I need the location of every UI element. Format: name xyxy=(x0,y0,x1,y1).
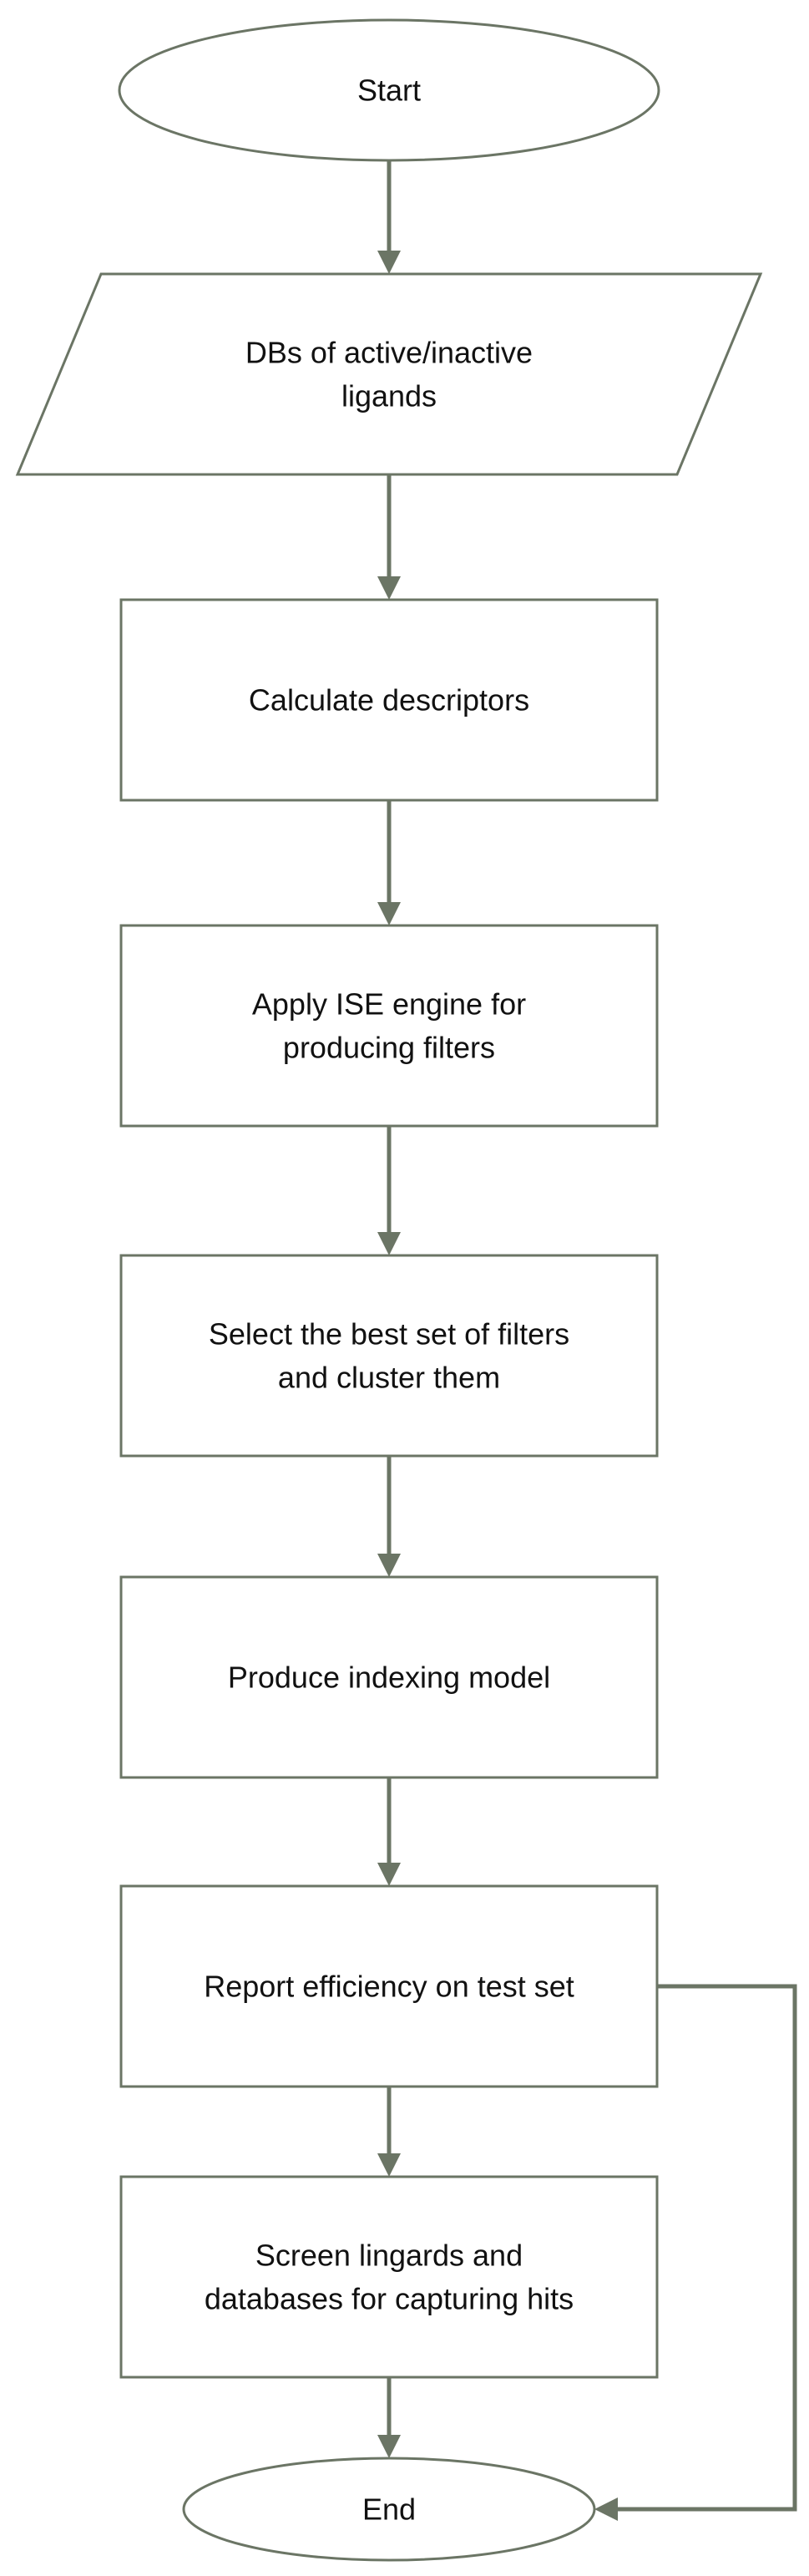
calc-descriptors-rectangle-shape xyxy=(119,598,659,802)
report-efficiency-rectangle-shape xyxy=(119,1884,659,2088)
apply-ise-label-line-1: Apply ISE engine for xyxy=(252,987,526,1022)
connector-line xyxy=(616,1984,797,2512)
start-label-line-1: Start xyxy=(357,74,421,108)
input-dbs-label-line-1: DBs of active/inactive xyxy=(245,336,533,370)
node-end: End xyxy=(182,2457,596,2562)
end-ellipse-shape xyxy=(182,2457,596,2562)
arrowhead-down-icon xyxy=(377,2435,401,2458)
node-report-efficiency: Report efficiency on test set xyxy=(119,1884,659,2088)
edge-select-filters-to-produce-model xyxy=(377,1456,401,1577)
edge-report-efficiency-to-screen-databases xyxy=(377,2087,401,2177)
edge-report-efficiency-to-end xyxy=(594,1984,797,2521)
node-calc-descriptors: Calculate descriptors xyxy=(119,598,659,802)
node-screen-databases: Screen lingards and databases for capturi… xyxy=(119,2175,659,2379)
edge-produce-model-to-report-efficiency xyxy=(377,1777,401,1886)
node-start: Start xyxy=(118,18,660,162)
node-apply-ise: Apply ISE engine for producing filters xyxy=(119,924,659,1128)
arrowhead-down-icon xyxy=(377,1232,401,1255)
node-input-dbs: DBs of active/inactive ligands xyxy=(15,272,763,476)
calc-descriptors-label-line-1: Calculate descriptors xyxy=(249,683,529,718)
select-filters-label-line-2: and cluster them xyxy=(278,1361,500,1395)
start-ellipse-shape xyxy=(118,18,660,162)
input-dbs-label-line-2: ligands xyxy=(341,379,437,413)
produce-model-label-line-1: Produce indexing model xyxy=(228,1661,550,1695)
edge-input-dbs-to-calc-descriptors xyxy=(377,474,401,600)
node-select-filters: Select the best set of filters and cluste… xyxy=(119,1254,659,1458)
select-filters-rectangle-shape xyxy=(119,1254,659,1458)
edge-start-to-input-dbs xyxy=(377,160,401,274)
screen-databases-label-line-2: databases for capturing hits xyxy=(205,2282,574,2316)
arrowhead-down-icon xyxy=(377,251,401,274)
arrowhead-down-icon xyxy=(377,1863,401,1886)
arrowhead-down-icon xyxy=(377,2153,401,2177)
edge-apply-ise-to-select-filters xyxy=(377,1126,401,1255)
apply-ise-rectangle-shape xyxy=(119,924,659,1128)
arrowhead-down-icon xyxy=(377,902,401,925)
arrowhead-down-icon xyxy=(377,576,401,600)
edge-calc-descriptors-to-apply-ise xyxy=(377,800,401,925)
edge-screen-databases-to-end xyxy=(377,2377,401,2458)
select-filters-label-line-1: Select the best set of filters xyxy=(209,1317,569,1351)
input-dbs-parallelogram-shape xyxy=(15,272,763,476)
report-efficiency-label-line-1: Report efficiency on test set xyxy=(204,1970,574,2004)
produce-model-rectangle-shape xyxy=(119,1575,659,1779)
screen-databases-rectangle-shape xyxy=(119,2175,659,2379)
node-produce-model: Produce indexing model xyxy=(119,1575,659,1779)
arrowhead-left-icon xyxy=(594,2497,618,2521)
apply-ise-label-line-2: producing filters xyxy=(283,1031,495,1065)
arrowhead-down-icon xyxy=(377,1554,401,1577)
end-label-line-1: End xyxy=(362,2492,416,2527)
screen-databases-label-line-1: Screen lingards and xyxy=(255,2239,523,2273)
